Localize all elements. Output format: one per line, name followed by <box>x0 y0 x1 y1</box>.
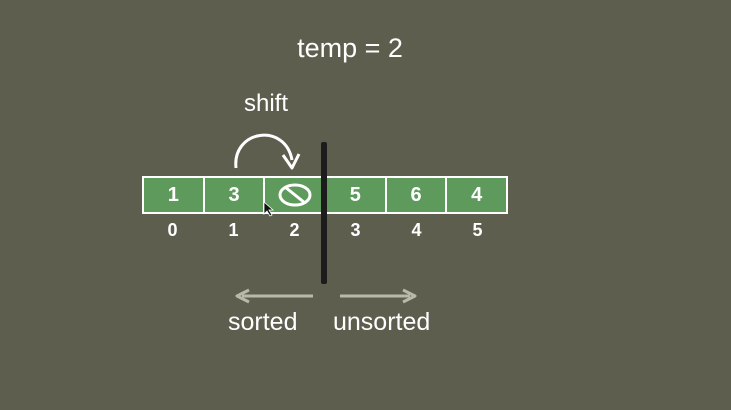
shift-label: shift <box>243 90 288 117</box>
array-cell-4: 6 <box>386 178 448 212</box>
cell-value-5: 4 <box>471 183 483 206</box>
array-cell-3: 5 <box>326 178 387 212</box>
cell-value-0: 1 <box>167 183 179 206</box>
index-label-0: 0 <box>167 220 178 240</box>
temp-value-label: temp = 2 <box>297 33 403 63</box>
index-label-2: 2 <box>289 220 300 240</box>
array-cell-5: 4 <box>447 178 507 212</box>
array-row: 1 3 5 6 4 <box>142 176 508 214</box>
array-cell-1: 3 <box>204 178 266 212</box>
cell-value-3: 5 <box>349 183 361 206</box>
cell-value-1: 3 <box>228 183 240 206</box>
sorted-label: sorted <box>228 308 298 336</box>
shift-arrowhead-icon <box>281 153 301 170</box>
shift-arrow-icon <box>234 133 294 169</box>
mouse-cursor-icon <box>263 201 275 217</box>
index-label-3: 3 <box>350 220 361 240</box>
array-cell-0: 1 <box>144 178 205 212</box>
index-label-4: 4 <box>411 220 422 240</box>
empty-slot-icon <box>278 183 312 207</box>
array-cell-2 <box>265 178 327 212</box>
index-label-1: 1 <box>228 220 239 240</box>
cell-value-4: 6 <box>410 183 422 206</box>
index-label-5: 5 <box>472 220 483 240</box>
index-row: 0 1 2 3 4 5 <box>142 220 508 241</box>
unsorted-label: unsorted <box>333 308 431 336</box>
sorted-unsorted-divider <box>321 142 327 284</box>
